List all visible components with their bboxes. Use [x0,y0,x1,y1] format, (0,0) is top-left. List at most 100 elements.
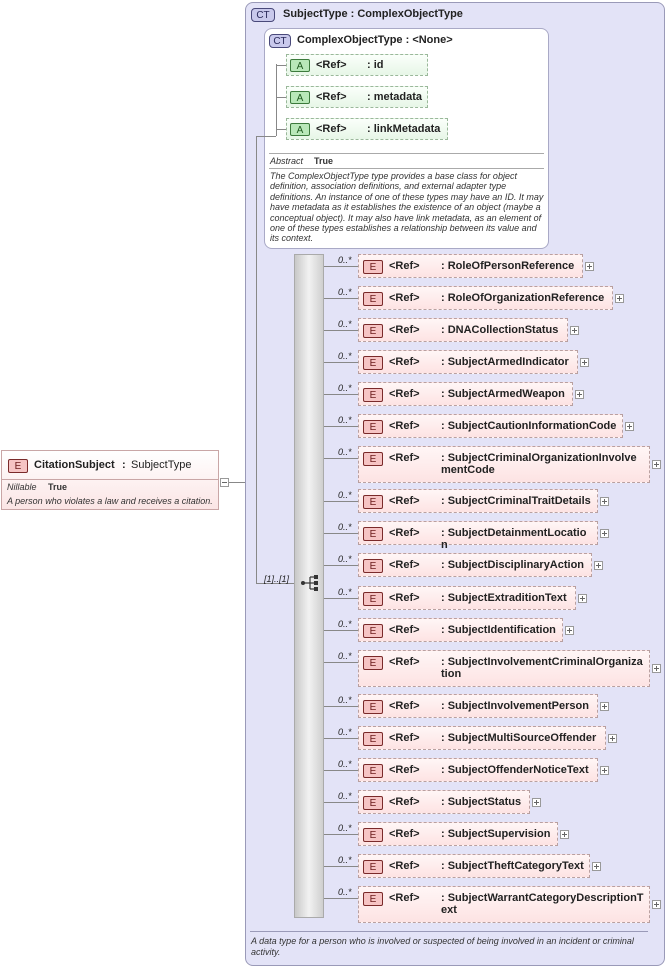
element-item[interactable]: E<Ref>: SubjectDetainmentLocation [358,521,598,551]
element-multiplicity: 0..* [338,759,352,769]
element-name: : SubjectStatus [441,796,522,808]
attribute-name: : linkMetadata [367,123,441,135]
element-connector [324,770,358,771]
sequence-icon [301,575,318,591]
element-multiplicity: 0..* [338,490,352,500]
element-multiplicity: 0..* [338,651,352,661]
element-connector [324,330,358,331]
element-item[interactable]: E<Ref>: DNACollectionStatus [358,318,568,342]
element-ref: <Ref> [389,495,420,507]
expand-icon[interactable] [594,561,603,570]
element-name: : SubjectSupervision [441,828,551,840]
nillable-label: Nillable [7,482,37,492]
subject-type-divider [250,931,648,932]
element-connector [324,706,358,707]
expand-icon[interactable] [580,358,589,367]
attribute-metadata[interactable]: A <Ref> : metadata [286,86,428,108]
expand-icon[interactable] [615,294,624,303]
element-item[interactable]: E<Ref>: SubjectCautionInformationCode [358,414,623,438]
attribute-linkmetadata[interactable]: A <Ref> : linkMetadata [286,118,448,140]
element-multiplicity: 0..* [338,855,352,865]
root-divider [2,479,218,480]
element-connector [324,394,358,395]
expand-icon[interactable] [585,262,594,271]
element-item[interactable]: E<Ref>: SubjectCriminalTraitDetails [358,489,598,513]
element-name: : DNACollectionStatus [441,324,559,336]
element-connector [324,458,358,459]
root-element-name: CitationSubject [34,459,115,471]
root-element-type: SubjectType [131,459,192,471]
expand-icon[interactable] [600,529,609,538]
expand-icon[interactable] [608,734,617,743]
sequence-connector [256,583,294,584]
element-connector [324,630,358,631]
expand-icon[interactable] [565,626,574,635]
attribute-connector [276,65,286,66]
element-name: : SubjectTheftCategoryText [441,860,584,872]
element-multiplicity: 0..* [338,287,352,297]
attribute-tree-line [276,64,277,136]
element-item[interactable]: E<Ref>: SubjectCriminalOrganizationInvol… [358,446,650,483]
element-connector [324,298,358,299]
element-name: : SubjectInvolvementPerson [441,700,589,712]
element-item[interactable]: E<Ref>: SubjectInvolvementCriminalOrgani… [358,650,650,687]
element-ref: <Ref> [389,892,420,904]
element-item[interactable]: E<Ref>: SubjectDisciplinaryAction [358,553,592,577]
attribute-id[interactable]: A <Ref> : id [286,54,428,76]
element-item[interactable]: E<Ref>: SubjectMultiSourceOffender [358,726,606,750]
element-ref: <Ref> [389,420,420,432]
expand-icon[interactable] [625,422,634,431]
element-name: : SubjectDisciplinaryAction [441,559,585,571]
expand-icon[interactable] [652,460,661,469]
expand-icon[interactable] [600,497,609,506]
element-item[interactable]: E<Ref>: SubjectIdentification [358,618,563,642]
sequence-multiplicity: [1]..[1] [264,574,290,584]
root-element-separator: : [122,459,126,471]
abstract-label: Abstract [270,156,304,166]
root-connector [229,482,245,483]
expand-icon[interactable] [570,326,579,335]
attribute-badge-icon: A [290,59,310,72]
element-item[interactable]: E<Ref>: RoleOfOrganizationReference [358,286,613,310]
element-badge-icon: E [363,592,383,606]
element-item[interactable]: E<Ref>: SubjectExtraditionText [358,586,576,610]
expand-icon[interactable] [560,830,569,839]
element-item[interactable]: E<Ref>: SubjectWarrantCategoryDescriptio… [358,886,650,923]
complex-object-type-description: The ComplexObjectType type provides a ba… [270,171,544,244]
element-item[interactable]: E<Ref>: SubjectSupervision [358,822,558,846]
element-ref: <Ref> [389,828,420,840]
element-item[interactable]: E<Ref>: SubjectArmedIndicator [358,350,578,374]
expand-icon[interactable] [578,594,587,603]
collapse-icon[interactable] [220,478,229,487]
element-item[interactable]: E<Ref>: RoleOfPersonReference [358,254,583,278]
element-badge-icon: E [363,420,383,434]
element-connector [324,426,358,427]
expand-icon[interactable] [575,390,584,399]
type-connector [256,136,276,137]
element-item[interactable]: E<Ref>: SubjectStatus [358,790,530,814]
expand-icon[interactable] [592,862,601,871]
element-multiplicity: 0..* [338,619,352,629]
element-item[interactable]: E<Ref>: SubjectInvolvementPerson [358,694,598,718]
element-item[interactable]: E<Ref>: SubjectArmedWeapon [358,382,573,406]
element-connector [324,866,358,867]
root-element[interactable]: E CitationSubject : SubjectType Nillable… [1,450,219,510]
element-item[interactable]: E<Ref>: SubjectOffenderNoticeText [358,758,598,782]
expand-icon[interactable] [600,766,609,775]
element-name: : SubjectIdentification [441,624,556,636]
element-ref: <Ref> [389,656,420,668]
element-multiplicity: 0..* [338,415,352,425]
attribute-name: : id [367,59,384,71]
attribute-badge-icon: A [290,123,310,136]
element-item[interactable]: E<Ref>: SubjectTheftCategoryText [358,854,590,878]
element-multiplicity: 0..* [338,255,352,265]
expand-icon[interactable] [532,798,541,807]
expand-icon[interactable] [652,900,661,909]
element-connector [324,362,358,363]
element-name: : SubjectInvolvementCriminalOrganization [441,656,643,680]
element-ref: <Ref> [389,260,420,272]
expand-icon[interactable] [600,702,609,711]
expand-icon[interactable] [652,664,661,673]
attribute-ref: <Ref> [316,123,347,135]
element-ref: <Ref> [389,592,420,604]
